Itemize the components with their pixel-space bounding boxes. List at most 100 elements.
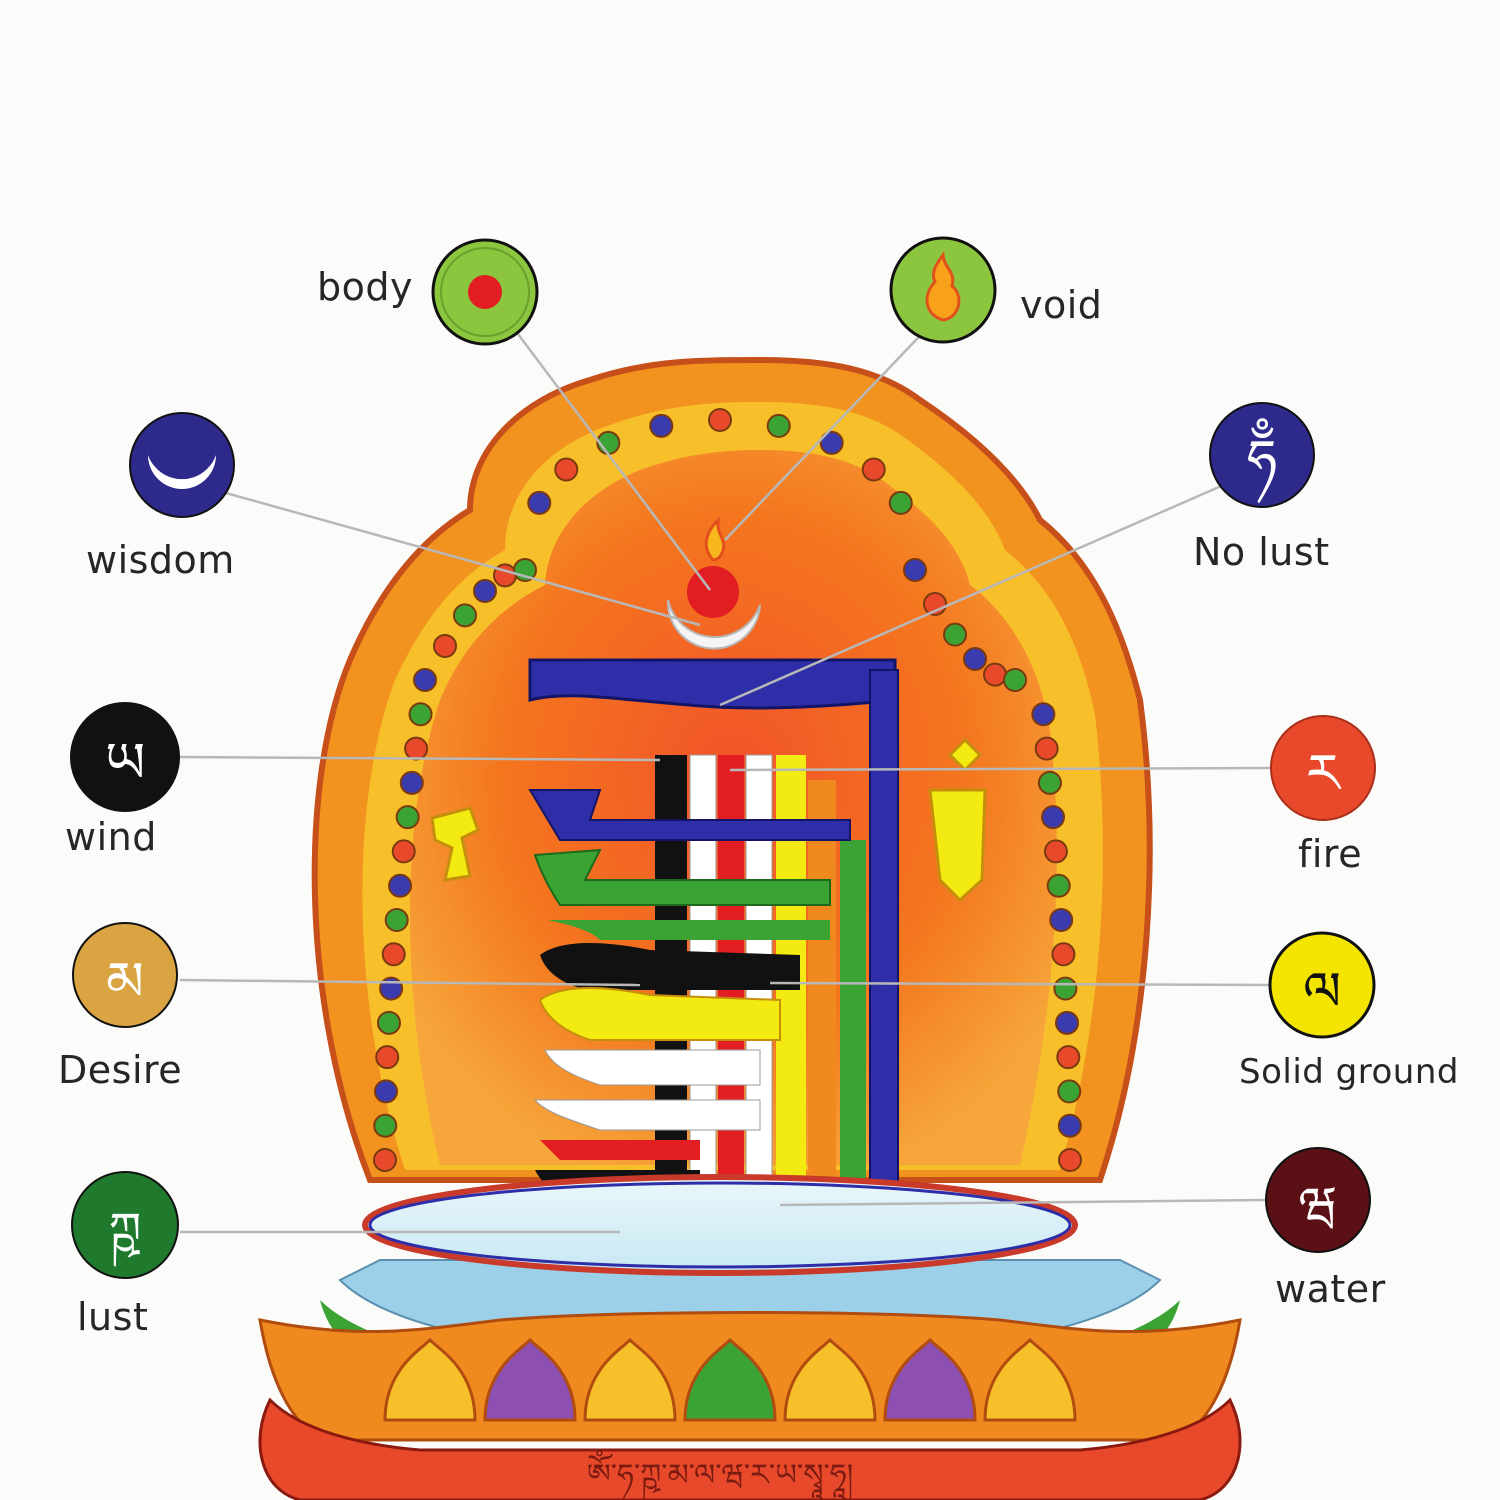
leader-lines [179,319,1271,1234]
svg-text:ཝ: ཝ [1299,1177,1338,1237]
arch-bead [1051,942,1076,967]
arch-bead [1055,1010,1080,1035]
arch-bead [373,1113,398,1138]
lotus-petal [583,1337,677,1422]
svg-text:ར: ར [1306,742,1342,805]
label-water: water [1275,1267,1386,1311]
lotus-petal [683,1337,777,1422]
leader-line-wind [179,755,661,762]
label-wind: wind [65,815,157,859]
crescent-moon-icon [129,412,235,518]
leader-line-body [514,329,711,591]
arch-bead [983,662,1007,687]
wisdom-symbol [129,412,235,518]
lotus-base: ཨོཾ་ཧ་ཀྵ་མ་ལ་ཝ་ར་ཡ་སྭཱ་ཧཱ། [258,1174,1242,1500]
void-symbol [889,236,997,344]
arch-bead [453,603,477,628]
label-desire: Desire [58,1048,183,1092]
leader-line-water [779,1198,1266,1207]
leader-line-fire [729,766,1271,772]
arch-bead [1057,1113,1082,1138]
arch-bead [391,839,416,864]
tibetan-letter-ksha-icon [71,1171,179,1279]
arch-bead [527,490,552,515]
label-no-lust: No lust [1193,530,1330,574]
leader-line-wisdom [214,488,701,627]
label-body: body [317,265,413,309]
arch-bead [373,1148,397,1172]
arch-bead [554,457,579,482]
arch-bead [473,579,497,604]
lotus-petal [483,1337,577,1422]
arch-bead [384,908,409,932]
arch-bead [413,668,437,692]
arch-bead [903,558,927,582]
leader-line-desire [179,978,641,987]
body-symbol [431,238,539,346]
arch-bead [388,873,413,898]
tibetan-letter-va-icon [1265,1147,1371,1253]
fire-symbol: ར [1270,715,1376,821]
arch-bead [819,430,844,455]
leader-line-solid-ground [769,981,1271,987]
svg-text:ཡ: ཡ [105,731,146,796]
lotus-petal [983,1337,1077,1422]
leader-line-no-lust [719,478,1236,707]
arch-bead [766,413,791,438]
leader-line-void [724,319,936,541]
arch-bead [381,942,406,967]
arch-bead [708,408,732,432]
arch-bead [375,1045,400,1070]
arch-bead [399,770,424,795]
svg-text:མ: མ [106,950,144,1013]
lust-symbol: ཀྵ [71,1171,179,1279]
arch-bead [1043,839,1068,864]
arch-bead [888,490,913,515]
svg-text:ཧྃ: ཧྃ [1247,418,1277,504]
arch-bead [1031,702,1056,727]
arch-bead [433,634,457,659]
label-lust: lust [77,1295,149,1339]
water-symbol: ཝ [1265,1147,1371,1253]
arch-bead [649,413,674,438]
arch-beads [373,408,1082,1172]
tibetan-letter-ra-icon [1270,715,1376,821]
no-lust-symbol: ཧྃ [1209,402,1315,508]
arch-bead [379,976,404,1001]
arch-bead [1037,770,1062,795]
lotus-petal [783,1337,877,1422]
arch-bead [408,702,433,727]
arch-bead [1058,1148,1082,1172]
right-side-letter [928,737,987,903]
arch-bead [374,1079,399,1104]
label-fire: fire [1298,832,1363,876]
arch-bead [1056,1045,1081,1070]
solid-ground-symbol: ལ [1268,931,1376,1039]
arch-bead [1049,908,1074,932]
arch-bead [943,622,967,647]
arch-bead [404,736,429,761]
tibetan-letter-ham-icon [1209,402,1315,508]
top-ornament [666,515,761,650]
arch-bead [1003,668,1027,692]
arch-bead [861,457,886,482]
arch-bead [395,805,420,830]
arch-bead [1041,805,1066,830]
lotus-petal [383,1337,477,1422]
arch-bead [1034,736,1059,761]
arch-bead [963,646,987,671]
lotus-petal [883,1337,977,1422]
desire-symbol: མ [72,922,178,1028]
tibetan-letter-ma-icon [72,922,178,1028]
arch-bead [376,1010,401,1035]
arch-bead [1046,873,1071,898]
label-solid-ground: Solid ground [1239,1052,1459,1092]
label-wisdom: wisdom [86,538,235,582]
arch-bead [1053,976,1078,1001]
banner-text: ཨོཾ་ཧ་ཀྵ་མ་ལ་ཝ་ར་ཡ་སྭཱ་ཧཱ། [587,1450,854,1500]
arch-bead [1057,1079,1082,1104]
wind-symbol: ཡ [70,702,180,812]
tibetan-letter-ya-icon [70,702,180,812]
svg-text:ལ: ལ [1303,960,1341,1023]
left-side-letter [430,806,480,882]
